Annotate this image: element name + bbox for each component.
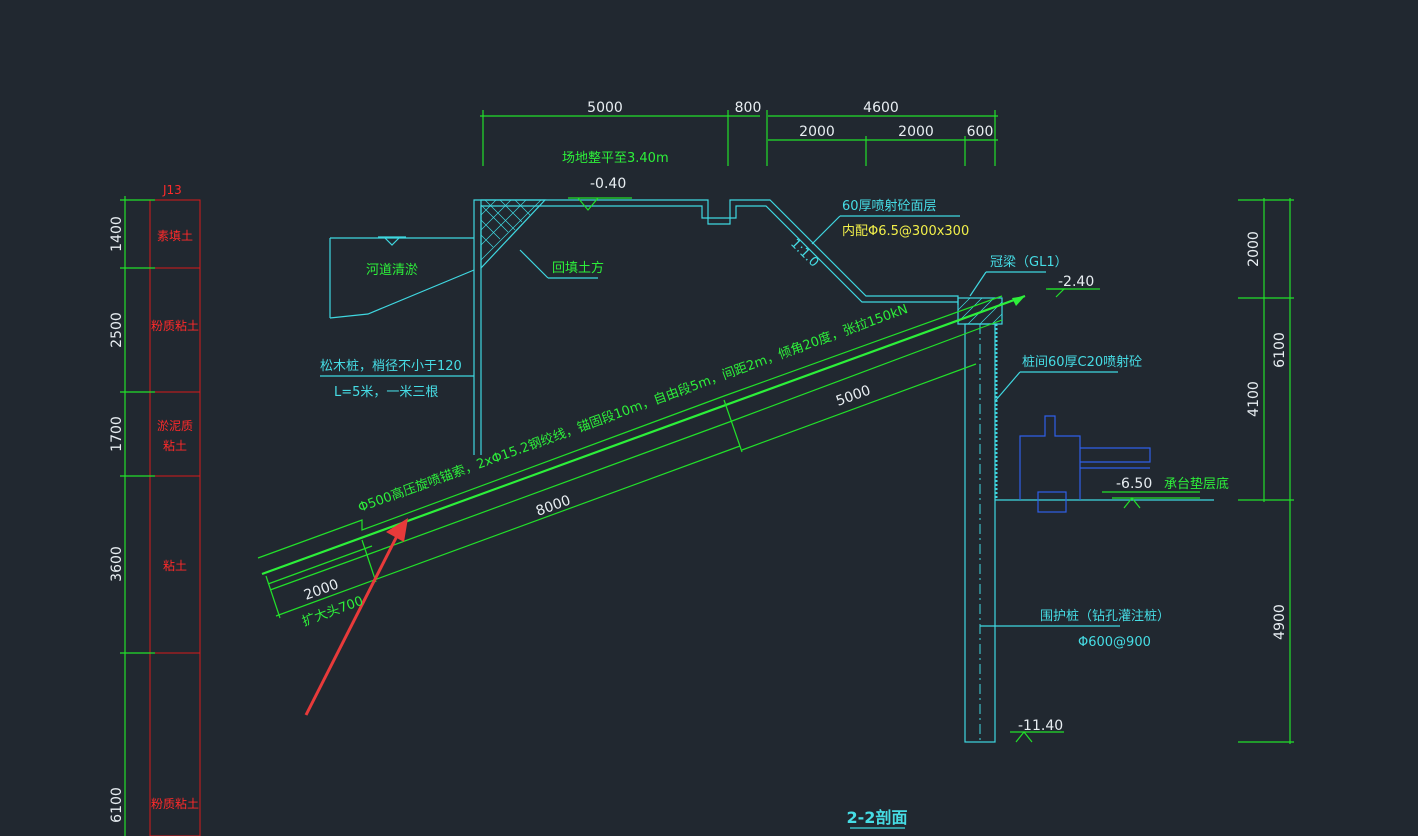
anchor-total-length: 8000 <box>534 493 573 520</box>
timber-pile-label-1: 松木桩，梢径不小于120 <box>320 359 462 374</box>
rdim-4900: 4900 <box>1272 604 1288 640</box>
layer-2-name: 粉质粘土 <box>151 318 199 333</box>
section-title: 2-2剖面 <box>847 808 908 827</box>
backfill-label: 回填土方 <box>552 260 604 276</box>
crown-beam-label: 冠梁（GL1） <box>990 255 1068 270</box>
anchor <box>257 294 1026 619</box>
layer-3-name-line1: 淤泥质 <box>157 419 193 433</box>
shotcrete-label-1: 60厚喷射砼面层 <box>842 198 937 214</box>
rdim-2000: 2000 <box>1246 231 1262 267</box>
dim-2000-b: 2000 <box>898 124 934 140</box>
elevation-markers <box>378 197 1200 743</box>
layer-5-thickness: 6100 <box>109 787 125 823</box>
rdim-4100: 4100 <box>1246 381 1262 417</box>
dim-5000: 5000 <box>587 100 623 116</box>
layer-2-thickness: 2500 <box>109 312 125 348</box>
top-dimensions: 5000 800 4600 2000 2000 600 <box>480 100 998 166</box>
elev-minus-2-40: -2.40 <box>1058 274 1094 290</box>
leaders <box>320 215 1200 829</box>
cap-bottom-label: 承台垫层底 <box>1164 476 1229 492</box>
river-bottom-label: 河道清淤 <box>366 263 418 278</box>
layer-1-thickness: 1400 <box>109 216 125 252</box>
dim-4600: 4600 <box>863 100 899 116</box>
borehole-log: J13 素填土 粉质粘土 淤泥质 粘土 粘土 粉质粘土 1400 2500 17… <box>109 183 201 836</box>
retaining-pile-label-2: Φ600@900 <box>1078 635 1151 650</box>
dim-600: 600 <box>967 124 994 140</box>
shotcrete-label-2: 内配Φ6.5@300x300 <box>842 223 969 239</box>
slope-label: 1:1.0 <box>787 236 821 270</box>
pointer-arrow <box>304 518 408 716</box>
excavation-profile <box>329 199 1214 743</box>
rdim-6100: 6100 <box>1272 332 1288 368</box>
layer-5-name: 粉质粘土 <box>151 796 199 811</box>
layer-4-thickness: 3600 <box>109 546 125 582</box>
elev-minus-6-50: -6.50 <box>1116 476 1152 492</box>
layer-3-thickness: 1700 <box>109 416 125 452</box>
borehole-id: J13 <box>162 183 182 197</box>
dim-800: 800 <box>735 100 762 116</box>
layer-3-name-line2: 粘土 <box>163 438 187 453</box>
dim-2000-a: 2000 <box>799 124 835 140</box>
right-dimensions: 2000 4100 6100 4900 <box>1238 198 1294 744</box>
layer-4-name: 粘土 <box>163 558 187 573</box>
pile-wall-shotcrete-label: 桩间60厚C20喷射砼 <box>1022 354 1142 370</box>
elev-minus-11-40: -11.40 <box>1018 718 1063 734</box>
anchor-free-length: 5000 <box>834 383 873 410</box>
pile-cap-footing <box>1019 415 1151 513</box>
layer-1-name: 素填土 <box>157 229 193 243</box>
timber-pile-label-2: L=5米，一米三根 <box>334 385 438 400</box>
elev-minus-0-40: -0.40 <box>590 176 626 192</box>
retaining-pile-label-1: 围护桩（钻孔灌注桩） <box>1040 609 1170 624</box>
ground-level-label: 场地整平至3.40m <box>562 151 669 166</box>
anchor-spec-label: Φ500高压旋喷锚索，2xΦ15.2钢绞线，锚固段10m，自由段5m，间距2m，… <box>356 301 910 516</box>
